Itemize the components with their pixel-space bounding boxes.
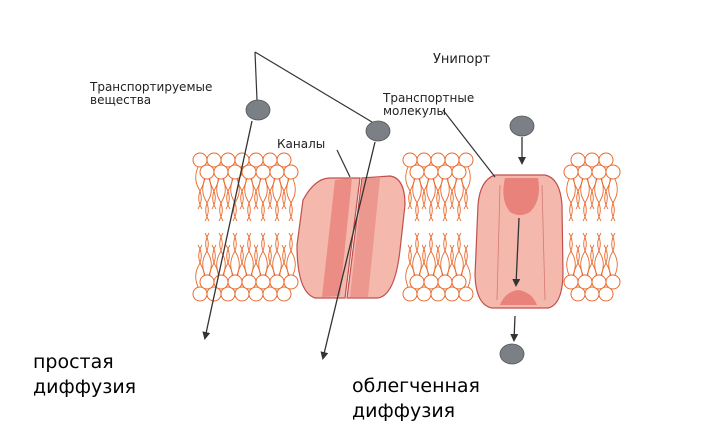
lipid-head [591, 274, 607, 290]
lipid-head [269, 274, 285, 290]
lipid-tail [230, 232, 240, 276]
lipid-tail [454, 178, 464, 222]
lipid-tail [272, 178, 282, 222]
lipid-head [255, 164, 271, 180]
particle [245, 99, 271, 121]
lipid-head [409, 164, 425, 180]
transport-molecules-label: Транспортные молекулы [383, 91, 475, 118]
lipid-head [605, 164, 621, 180]
lipid-head [577, 274, 593, 290]
lipid-bilayer [192, 152, 621, 302]
lipid-tail [412, 232, 422, 276]
lipid-tail [216, 232, 226, 276]
lipid-tail [216, 178, 226, 222]
lipid-tail [202, 232, 212, 276]
lipid-head [458, 152, 474, 168]
lipid-head [255, 274, 271, 290]
lipid-head [241, 274, 257, 290]
lipid-tail [594, 232, 604, 276]
lipid-head [577, 164, 593, 180]
lipid-head [269, 164, 285, 180]
lipid-tail [258, 232, 268, 276]
lipid-head [605, 274, 621, 290]
lipid-head [227, 274, 243, 290]
facilitated-diffusion-label: облегченная диффузия [350, 374, 606, 430]
lipid-tail [454, 232, 464, 276]
lipid-tail [566, 178, 576, 222]
lipid-head [458, 286, 474, 302]
lipid-tail [286, 232, 296, 276]
lipid-head [423, 274, 439, 290]
carrier-exit-arrow [510, 315, 519, 342]
lipid-tail [608, 178, 618, 222]
lipid-head [283, 164, 299, 180]
simple-diffusion-label: простая диффузия [31, 350, 259, 426]
lipid-tail [426, 178, 436, 222]
lipid-head [199, 274, 215, 290]
lipid-tail [244, 232, 254, 276]
lipid-tail [412, 178, 422, 222]
lipid-tail [608, 232, 618, 276]
pointer-lines [254, 51, 496, 178]
carrier-internal-arrow [512, 217, 521, 287]
lipid-tail [258, 178, 268, 222]
lipid-head [437, 164, 453, 180]
lipid-head [276, 152, 292, 168]
lipid-tail [272, 232, 282, 276]
particle [509, 115, 535, 137]
arrows [202, 120, 526, 360]
lipid-head [437, 274, 453, 290]
particles [245, 99, 535, 365]
lipid-tail [440, 178, 450, 222]
lipid-tail [580, 232, 590, 276]
lipid-head [409, 274, 425, 290]
lipid-head [563, 164, 579, 180]
lipid-head [591, 164, 607, 180]
lipid-tail [230, 178, 240, 222]
lipid-head [241, 164, 257, 180]
lipid-head [451, 274, 467, 290]
lipid-head [213, 164, 229, 180]
lipid-head [199, 164, 215, 180]
simple-diffusion-arrow [202, 120, 253, 340]
channel-protein [296, 175, 406, 299]
lipid-tail [426, 232, 436, 276]
particle [499, 343, 525, 365]
lipid-head [451, 164, 467, 180]
lipid-head [598, 286, 614, 302]
channel-diffusion-arrow [320, 141, 376, 360]
lipid-tail [440, 232, 450, 276]
lipid-head [598, 152, 614, 168]
lipid-head [276, 286, 292, 302]
particle [365, 120, 391, 142]
transported-substances-label: Транспортируемые вещества [90, 80, 213, 107]
lipid-tail [580, 178, 590, 222]
uniport-label: Унипорт [433, 52, 491, 67]
lipid-tail [286, 178, 296, 222]
lipid-head [563, 274, 579, 290]
lipid-tail [244, 178, 254, 222]
lipid-head [423, 164, 439, 180]
lipid-tail [566, 232, 576, 276]
channels-label: Каналы [277, 137, 326, 151]
lipid-tail [594, 178, 604, 222]
lipid-head [283, 274, 299, 290]
lipid-tail [202, 178, 212, 222]
carrier-protein [474, 174, 564, 309]
